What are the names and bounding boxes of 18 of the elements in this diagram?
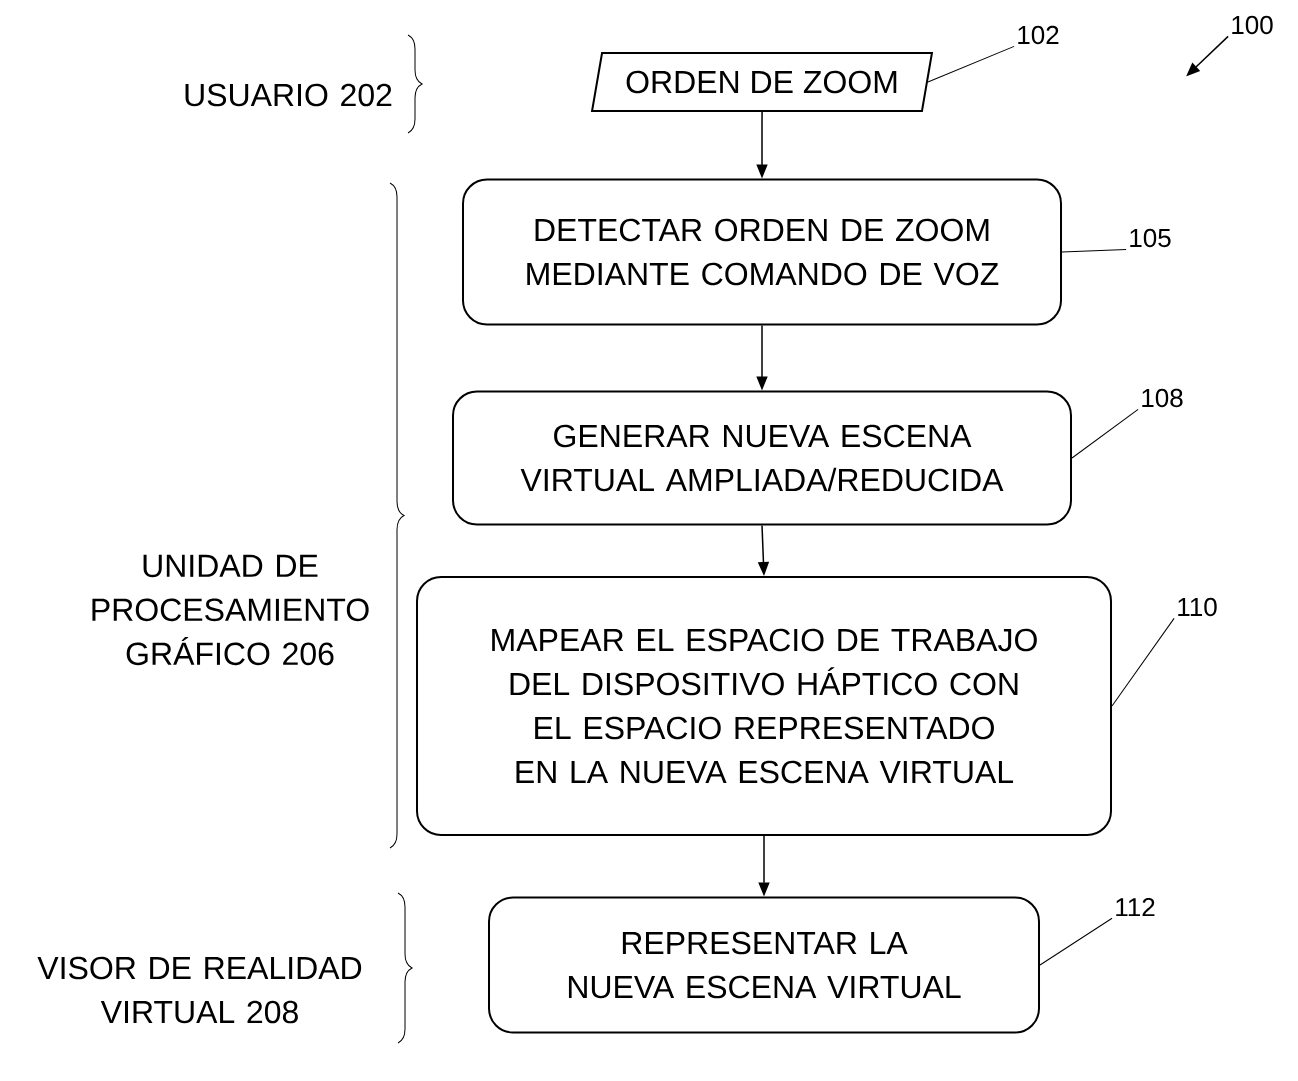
- side-label: UNIDAD DE PROCESAMIENTO GRÁFICO 206: [92, 554, 369, 666]
- process-box: REPRESENTAR LA NUEVA ESCENA VIRTUAL: [488, 896, 1040, 1034]
- process-box: DETECTAR ORDEN DE ZOOM MEDIANTE COMANDO DE VOZ: [462, 178, 1062, 326]
- leader-line: [1111, 617, 1175, 707]
- leader-line: [927, 45, 1015, 83]
- side-label: VISOR DE REALIDAD VIRTUAL 208: [37, 956, 362, 1024]
- side-label: USUARIO 202: [185, 83, 392, 107]
- leader-line: [1039, 917, 1113, 966]
- process-box: MAPEAR EL ESPACIO DE TRABAJO DEL DISPOSITIVO HÁPTICO CON EL ESPACIO REPRESENTADO EN LA NUEVA ESCENA VIRTUAL: [416, 576, 1112, 836]
- reference-number: 100: [1232, 15, 1273, 35]
- leader-line: [1061, 248, 1127, 253]
- reference-number: 105: [1130, 228, 1171, 248]
- reference-number: 108: [1142, 388, 1183, 408]
- leader-line: [1071, 408, 1139, 459]
- process-box: GENERAR NUEVA ESCENA VIRTUAL AMPLIADA/REDUCIDA: [452, 390, 1072, 526]
- reference-number: 112: [1116, 897, 1155, 917]
- reference-number: 102: [1018, 25, 1059, 45]
- reference-number: 110: [1178, 597, 1217, 617]
